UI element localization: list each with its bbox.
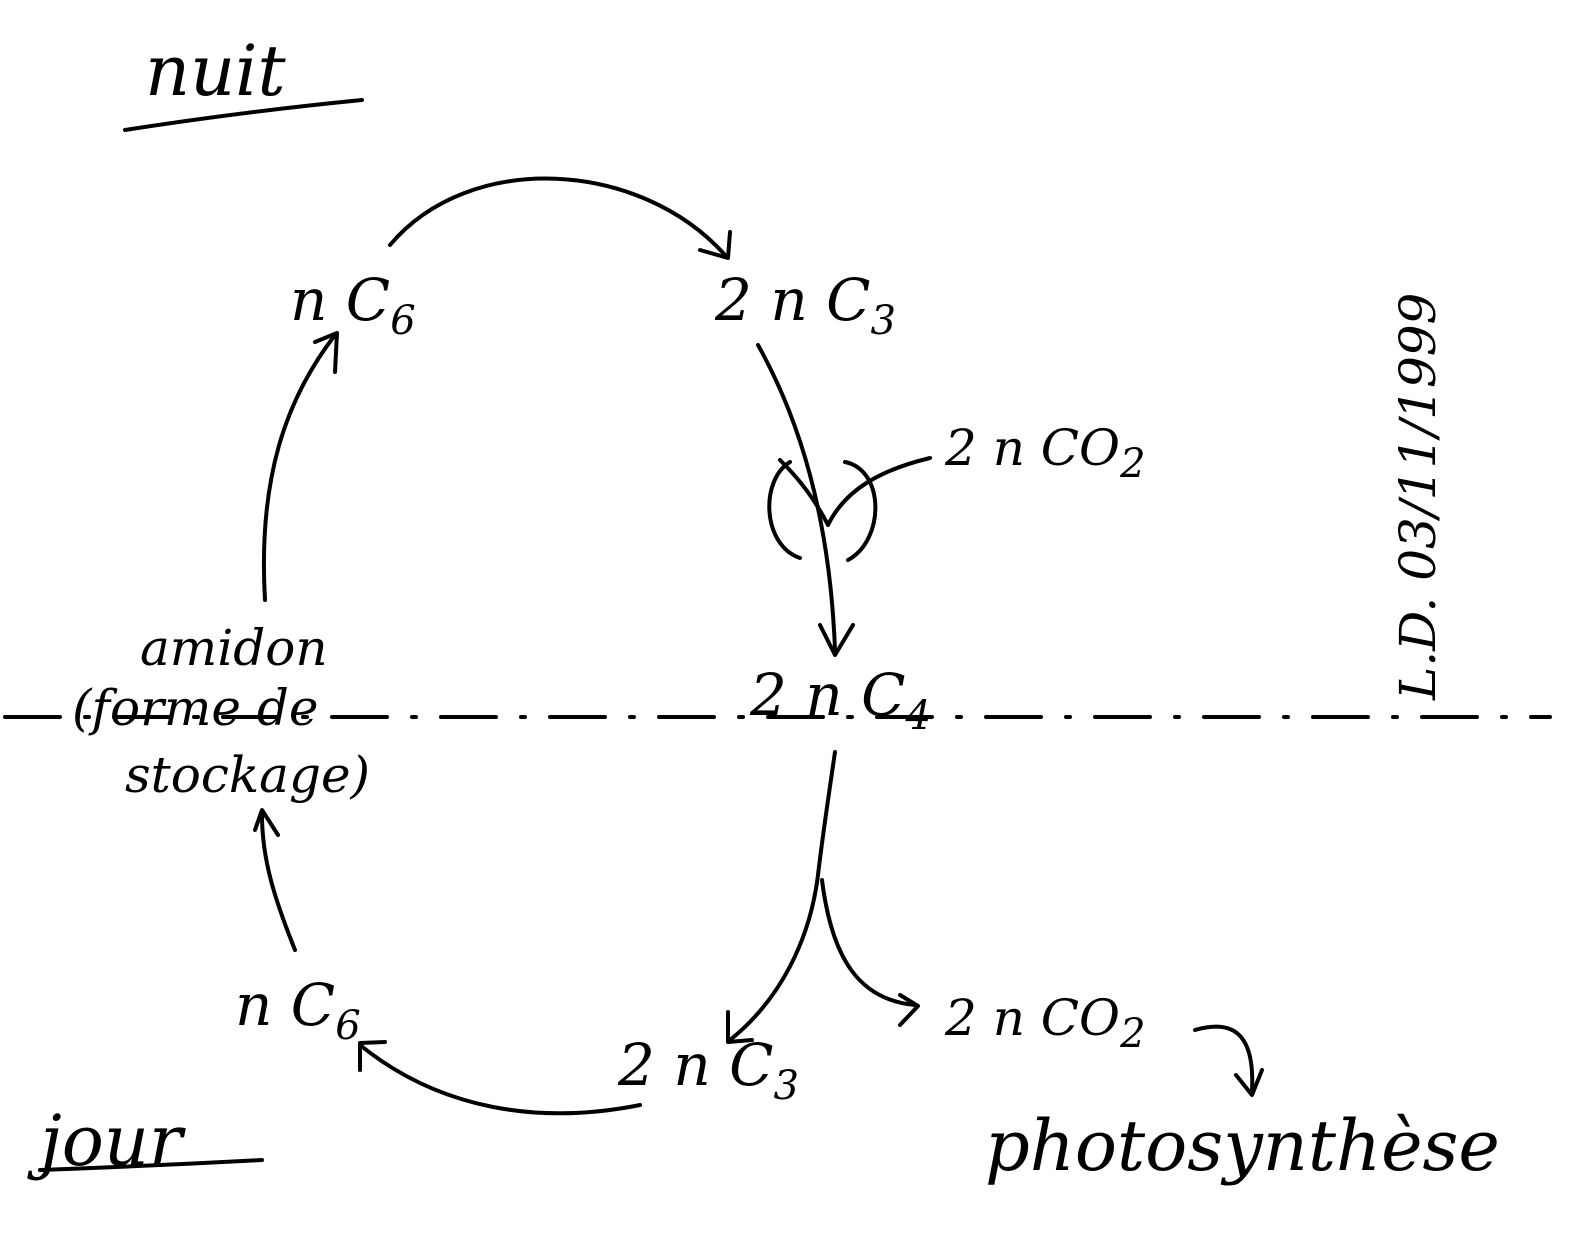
arrow-starch-to-night-c6 — [261, 331, 339, 602]
node-day-c3: 2 n C3 — [617, 1031, 799, 1109]
node-night-c3: 2 n C3 — [714, 266, 896, 344]
arrow-night-c6-to-c3 — [388, 176, 732, 260]
author-signature: L.D. 03/11/1999 — [1389, 293, 1447, 701]
arrow-day-c3-to-day-c6 — [358, 1040, 642, 1116]
node-starch-line1: amidon — [140, 619, 328, 677]
node-starch-line2: (forme de — [72, 679, 319, 737]
node-day-c6: n C6 — [235, 971, 361, 1049]
arrow-c4-branch-to-c3 — [726, 750, 837, 1044]
night-underline — [123, 98, 364, 132]
arrow-c4-branch-to-co2 — [820, 878, 920, 1027]
node-night-c6: n C6 — [290, 266, 416, 344]
period-night-label: nuit — [145, 30, 287, 112]
node-co2-output: 2 n CO2 — [944, 989, 1146, 1057]
arrow-c3-to-c4 — [756, 343, 855, 657]
arrow-day-c6-to-starch — [253, 808, 297, 952]
node-starch-line3: stockage) — [125, 746, 370, 804]
co2-fixation-loop — [767, 456, 932, 562]
day-underline — [38, 1158, 264, 1172]
arrow-co2-to-photosynthesis — [1193, 1024, 1264, 1097]
photosynthesis-label: photosynthèse — [985, 1105, 1500, 1187]
node-c4: 2 n C4 — [749, 661, 931, 739]
node-co2-input: 2 n CO2 — [944, 419, 1146, 487]
